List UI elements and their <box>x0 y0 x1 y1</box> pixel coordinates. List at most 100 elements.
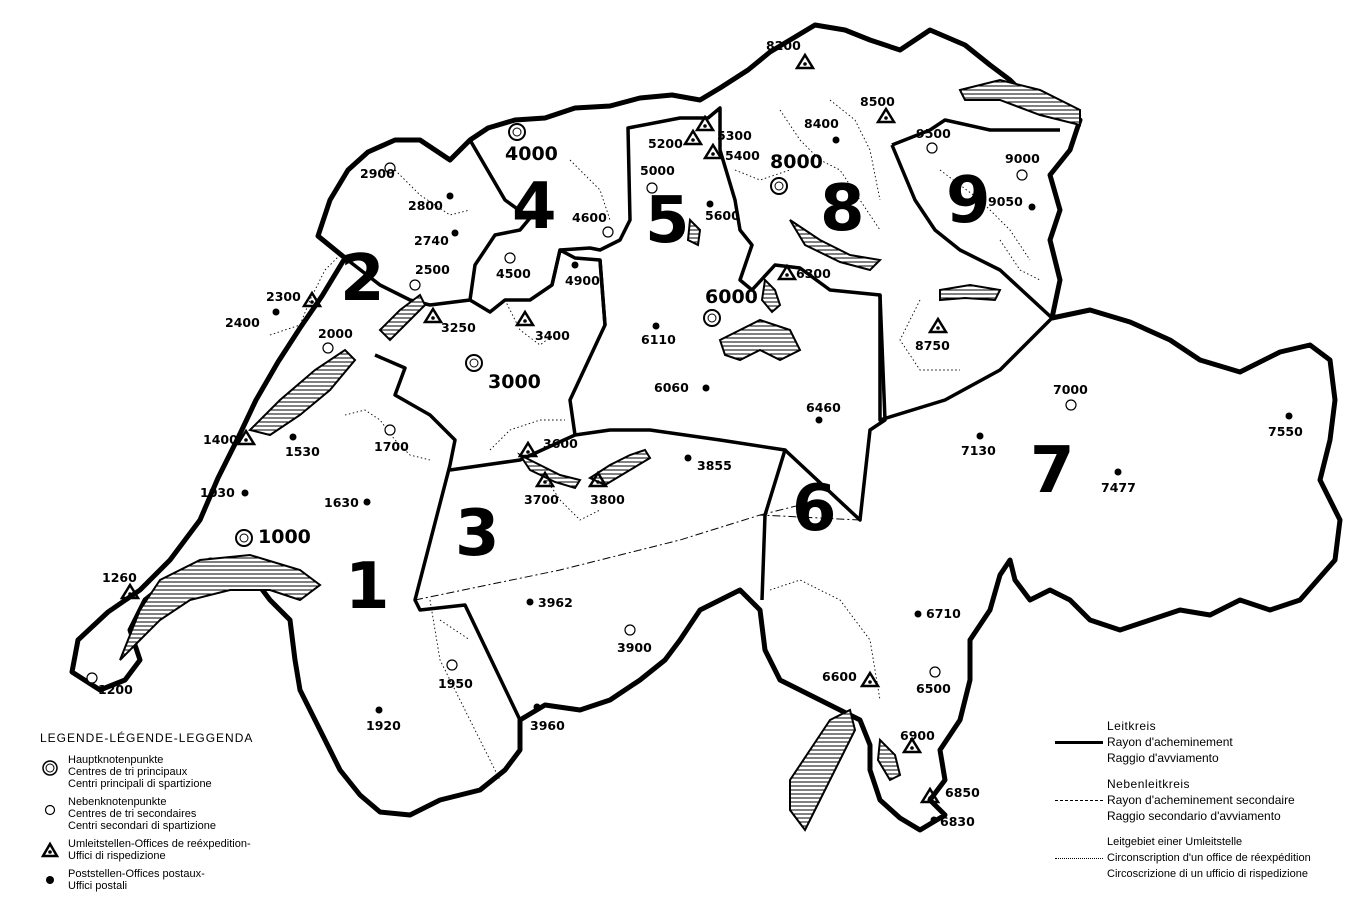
svg-text:1950: 1950 <box>438 676 473 691</box>
zone-label-3: 3 <box>455 497 500 571</box>
redispatch-8200: 8200 <box>766 38 816 70</box>
legend: LEGENDE-LÉGENDE-LEGGENDA Hauptknotenpunk… <box>40 732 370 898</box>
post-office-7477: 7477 <box>1101 468 1136 495</box>
post-office-2800: 2800 <box>408 192 454 213</box>
post-offices: 1030 1530 1630 1920 2400 2740 2800 3855 … <box>200 116 1303 829</box>
lake-walensee <box>939 283 1002 302</box>
leitgebiet-label: Leitgebiet einer Umleitstelle <box>1107 836 1243 848</box>
legend-post-1: Poststellen-Offices postaux- <box>68 868 205 880</box>
svg-text:2800: 2800 <box>408 198 443 213</box>
thick-line-icon <box>1055 740 1103 744</box>
lake-geneva <box>119 553 322 661</box>
svg-text:1920: 1920 <box>366 718 401 733</box>
svg-text:6850: 6850 <box>945 785 980 800</box>
post-office-2400: 2400 <box>225 308 280 330</box>
redispatch-offices: 1260 1400 2300 3250 3400 3600 3700 3800 … <box>102 38 980 804</box>
post-office-8400: 8400 <box>804 116 840 144</box>
legend-redispatch-2: Uffici di rispedizione <box>68 850 166 862</box>
zone-numbers: 1 2 3 4 5 6 7 8 9 <box>340 164 1075 624</box>
double-circle-icon <box>40 754 60 778</box>
secondary-centre-2500: 2500 <box>409 262 450 291</box>
post-office-6060: 6060 <box>654 380 710 395</box>
svg-text:1200: 1200 <box>98 682 133 697</box>
svg-text:4900: 4900 <box>565 273 600 288</box>
svg-text:2000: 2000 <box>318 326 353 341</box>
redispatch-5200: 5200 <box>648 128 704 151</box>
post-office-1530: 1530 <box>285 433 320 459</box>
post-office-5600: 5600 <box>705 200 740 223</box>
post-office-7550: 7550 <box>1268 412 1303 439</box>
lake-biel <box>378 293 427 342</box>
secondary-centre-4600: 4600 <box>572 210 614 238</box>
redispatch-1400: 1400 <box>203 428 257 447</box>
post-office-3855: 3855 <box>684 454 732 473</box>
raggio-label: Raggio d'avviamento <box>1107 751 1219 765</box>
redispatch-1260: 1260 <box>102 570 141 600</box>
secondary-centres: 1200 1700 1950 2000 2500 2900 3900 4500 … <box>86 126 1088 697</box>
svg-text:3600: 3600 <box>543 436 578 451</box>
nebenleitkreis-row: Rayon d'acheminement secondaire <box>1055 792 1345 808</box>
leitkreis-heading: Leitkreis <box>1107 719 1157 733</box>
svg-text:7000: 7000 <box>1053 382 1088 397</box>
svg-text:6600: 6600 <box>822 669 857 684</box>
redispatch-6300: 6300 <box>776 263 831 281</box>
secondary-centre-3900: 3900 <box>617 624 652 655</box>
svg-text:6710: 6710 <box>926 606 961 621</box>
lake-zurich <box>789 219 883 272</box>
svg-text:1530: 1530 <box>285 444 320 459</box>
post-office-3962: 3962 <box>526 595 573 610</box>
svg-text:8400: 8400 <box>804 116 839 131</box>
lake-constance <box>958 78 1081 127</box>
secondary-centre-6500: 6500 <box>916 666 951 696</box>
legend-secondary-fr: Centres de tri secondaires <box>68 808 197 820</box>
dashdot-line-icon <box>1055 799 1103 801</box>
legend-redispatch: Umleitstellen-Offices de reéxpedition- U… <box>40 838 370 862</box>
redispatch-3800: 3800 <box>587 470 625 507</box>
svg-text:5000: 5000 <box>640 163 675 178</box>
boundary-legend: Leitkreis Rayon d'acheminement Raggio d'… <box>1055 718 1345 882</box>
triangle-icon <box>40 838 60 862</box>
secondary-centre-2000: 2000 <box>318 326 353 354</box>
secondary-centre-9000: 9000 <box>1005 151 1040 181</box>
svg-text:3400: 3400 <box>535 328 570 343</box>
svg-text:4500: 4500 <box>496 266 531 281</box>
svg-text:6110: 6110 <box>641 332 676 347</box>
secondary-centre-1200: 1200 <box>86 672 133 697</box>
filled-dot-icon <box>40 868 60 892</box>
svg-text:7550: 7550 <box>1268 424 1303 439</box>
svg-text:6300: 6300 <box>796 266 831 281</box>
svg-text:2300: 2300 <box>266 289 301 304</box>
post-office-9050: 9050 <box>988 194 1036 211</box>
secondary-centre-1700: 1700 <box>374 424 409 454</box>
svg-text:9500: 9500 <box>916 126 951 141</box>
svg-text:6900: 6900 <box>900 728 935 743</box>
svg-text:2900: 2900 <box>360 166 395 181</box>
svg-text:8200: 8200 <box>766 38 801 53</box>
circ-fr-label: Circonscription d'un office de réexpédit… <box>1107 852 1311 864</box>
svg-text:3700: 3700 <box>524 492 559 507</box>
zone-label-1: 1 <box>345 550 390 624</box>
svg-text:1400: 1400 <box>203 432 238 447</box>
nebenleitkreis-heading: Nebenleitkreis <box>1107 777 1191 791</box>
legend-secondary-centres: Nebenknotenpunkte Centres de tri seconda… <box>40 796 370 832</box>
redispatch-6900: 6900 <box>900 728 935 754</box>
secondary-centre-2900: 2900 <box>360 162 396 181</box>
redispatch-3600: 3600 <box>517 436 578 458</box>
main-centre-1000: 1000 <box>235 526 311 548</box>
svg-text:1700: 1700 <box>374 439 409 454</box>
svg-text:3855: 3855 <box>697 458 732 473</box>
svg-text:3962: 3962 <box>538 595 573 610</box>
leitkreis-row: Rayon d'acheminement <box>1055 734 1345 750</box>
lakes <box>119 78 1081 832</box>
legend-title: LEGENDE-LÉGENDE-LEGGENDA <box>40 731 254 745</box>
svg-text:3000: 3000 <box>488 371 541 393</box>
zone-label-9: 9 <box>946 164 991 238</box>
post-office-6110: 6110 <box>641 322 676 347</box>
post-office-1030: 1030 <box>200 485 249 500</box>
zone-label-7: 7 <box>1030 434 1075 508</box>
svg-text:4600: 4600 <box>572 210 607 225</box>
redispatch-3250: 3250 <box>422 306 476 335</box>
redispatch-circumscriptions <box>269 99 1041 781</box>
rayon-sec-label: Rayon d'acheminement secondaire <box>1107 793 1295 807</box>
